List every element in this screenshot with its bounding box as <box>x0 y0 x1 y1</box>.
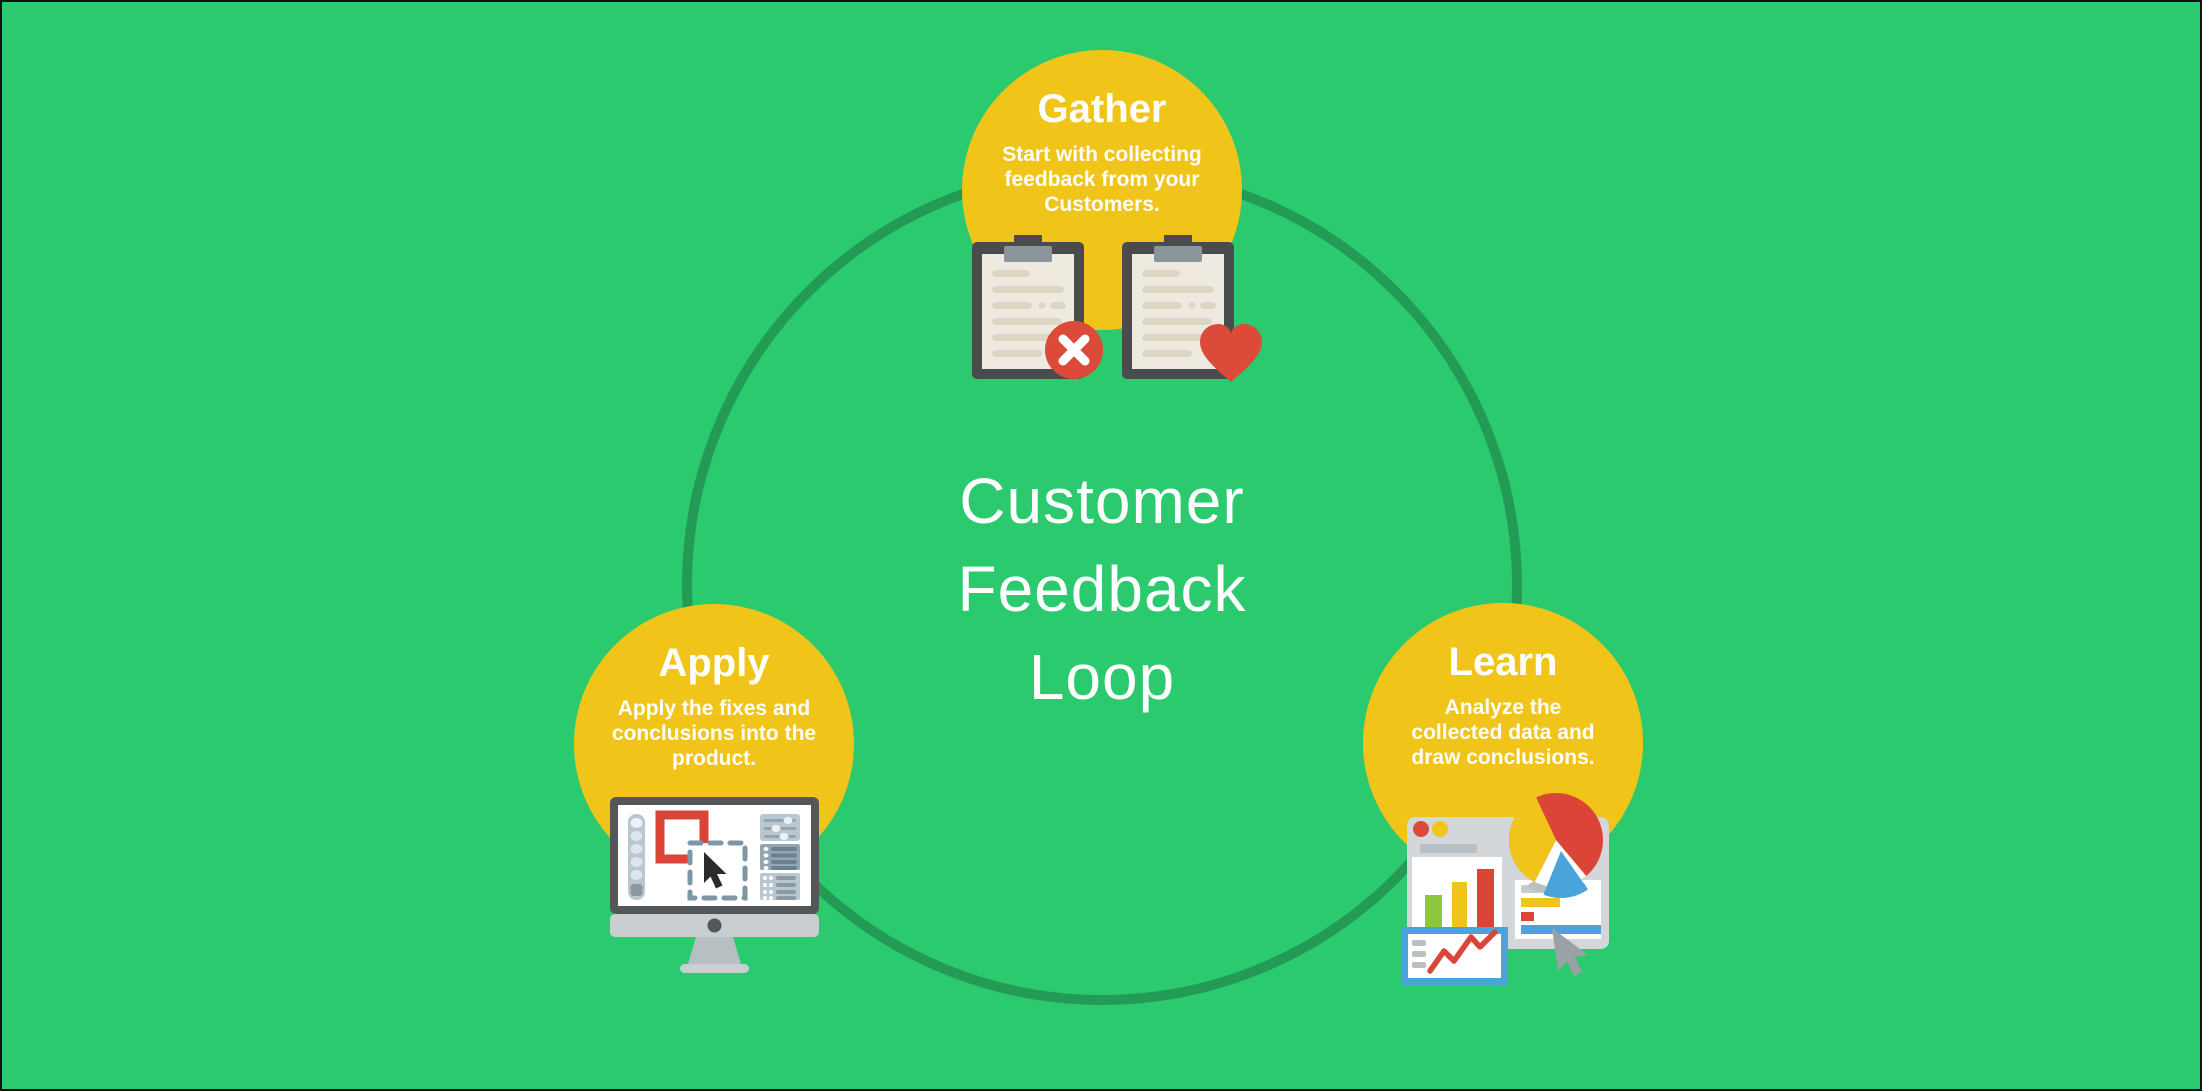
description-line: collected data and <box>1411 721 1595 744</box>
description-line: Analyze the <box>1444 696 1562 719</box>
description-line: product. <box>672 747 756 770</box>
description-line: Customers. <box>1044 193 1160 216</box>
gather-clipboards-icon <box>972 235 1262 382</box>
x-badge-icon <box>1045 321 1103 379</box>
title-line: Feedback <box>957 553 1247 625</box>
learn-analytics-icon <box>1401 793 1609 985</box>
cursor-icon <box>1552 928 1588 976</box>
title-line: Customer <box>959 465 1245 537</box>
node-learn-description: Analyze the collected data and draw conc… <box>1363 695 1643 770</box>
node-learn-title: Learn <box>1448 640 1558 684</box>
title-line: Loop <box>1028 641 1176 713</box>
description-line: Apply the fixes and <box>617 697 811 720</box>
description-line: conclusions into the <box>611 722 817 745</box>
description-line: draw conclusions. <box>1411 746 1595 769</box>
pie-chart-icon <box>1508 793 1603 899</box>
node-apply-description: Apply the fixes and conclusions into the… <box>574 696 854 771</box>
red-square-shape <box>655 810 709 864</box>
cursor-icon <box>704 852 727 889</box>
line-chart-card-icon <box>1401 927 1508 985</box>
heart-icon <box>1200 324 1262 382</box>
apply-monitor-icon <box>610 797 819 973</box>
node-gather-description: Start with collecting feedback from your… <box>962 142 1242 217</box>
description-line: Start with collecting <box>1002 143 1202 166</box>
properties-panel-icon <box>760 814 800 900</box>
node-apply-title: Apply <box>658 641 770 685</box>
toolbar-icon <box>628 814 645 900</box>
node-gather-title: Gather <box>1037 87 1167 131</box>
diagram-title: Customer Feedback Loop <box>882 457 1322 721</box>
description-line: feedback from your <box>1004 168 1200 191</box>
